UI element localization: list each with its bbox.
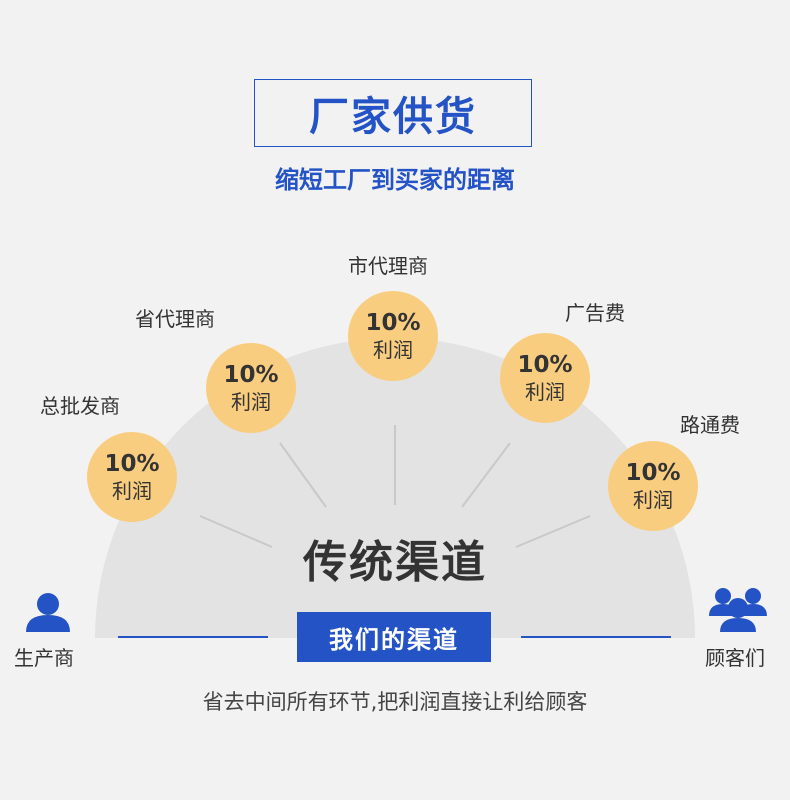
profit-text: 利润 <box>112 479 152 503</box>
footer-text: 省去中间所有环节,把利润直接让利给顾客 <box>202 690 588 714</box>
customers-label: 顾客们 <box>705 646 765 670</box>
spoke-line <box>199 515 273 548</box>
title-box: 厂家供货 <box>254 79 532 147</box>
person-icon <box>26 593 70 632</box>
profit-text: 利润 <box>633 488 673 512</box>
profit-percent: 10% <box>104 451 160 477</box>
profit-text: 利润 <box>231 390 271 414</box>
profit-node-city-agent: 10% 利润 <box>348 291 438 381</box>
profit-text: 利润 <box>525 380 565 404</box>
profit-percent: 10% <box>625 460 681 486</box>
node-label-advertising: 广告费 <box>565 301 625 325</box>
profit-percent: 10% <box>223 362 279 388</box>
profit-node-wholesaler: 10% 利润 <box>87 432 177 522</box>
subtitle: 缩短工厂到买家的距离 <box>275 166 515 194</box>
profit-node-logistics: 10% 利润 <box>608 441 698 531</box>
node-label-logistics: 路通费 <box>680 413 740 437</box>
node-label-provincial-agent: 省代理商 <box>135 307 215 331</box>
node-label-wholesaler: 总批发商 <box>40 394 120 418</box>
profit-text: 利润 <box>373 338 413 362</box>
our-channel-badge: 我们的渠道 <box>297 612 491 662</box>
spoke-line <box>461 442 511 508</box>
profit-node-provincial-agent: 10% 利润 <box>206 343 296 433</box>
node-label-city-agent: 市代理商 <box>348 254 428 278</box>
spoke-line <box>279 442 327 508</box>
group-icon <box>709 588 767 632</box>
profit-percent: 10% <box>517 352 573 378</box>
profit-node-advertising: 10% 利润 <box>500 333 590 423</box>
producer-label: 生产商 <box>14 646 74 670</box>
traditional-channel-title: 传统渠道 <box>303 537 487 588</box>
profit-percent: 10% <box>365 310 421 336</box>
page-title: 厂家供货 <box>309 94 477 140</box>
spoke-line <box>515 515 591 548</box>
